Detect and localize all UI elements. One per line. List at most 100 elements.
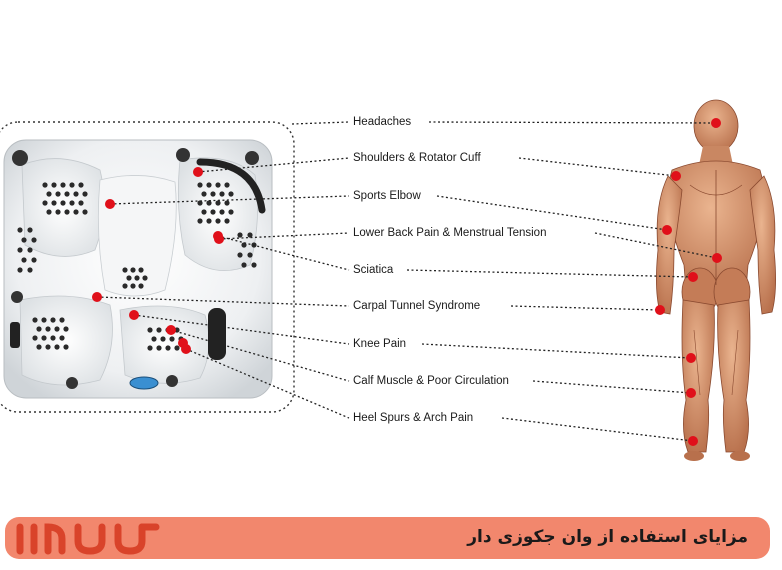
body-point-2 — [662, 225, 672, 235]
tub-point-2 — [105, 199, 115, 209]
jet-6 — [237, 232, 242, 237]
jet-6 — [247, 232, 252, 237]
jet-1 — [206, 182, 211, 187]
jet-5 — [21, 257, 26, 262]
jet-2 — [41, 335, 46, 340]
right-leader-6 — [422, 344, 691, 358]
jet-3 — [147, 345, 152, 350]
tub-point-4 — [213, 231, 223, 241]
tub-point-7 — [166, 325, 176, 335]
jet-3 — [156, 327, 161, 332]
jet-3 — [174, 345, 179, 350]
jet-2 — [32, 335, 37, 340]
jet-4 — [134, 275, 139, 280]
jet-0 — [82, 209, 87, 214]
jet-3 — [147, 327, 152, 332]
jet-2 — [54, 344, 59, 349]
tub-point-8 — [181, 344, 191, 354]
body-point-6 — [686, 353, 696, 363]
jet-0 — [69, 182, 74, 187]
body-point-3 — [712, 253, 722, 263]
jet-0 — [78, 200, 83, 205]
jet-3 — [165, 345, 170, 350]
human-muscle-figure — [656, 100, 775, 461]
jet-5 — [17, 227, 22, 232]
jet-3 — [151, 336, 156, 341]
jet-0 — [60, 182, 65, 187]
jet-0 — [42, 182, 47, 187]
jet-5 — [31, 257, 36, 262]
jet-4 — [138, 283, 143, 288]
jet-0 — [55, 209, 60, 214]
jet-2 — [63, 344, 68, 349]
jet-2 — [59, 317, 64, 322]
jet-0 — [64, 191, 69, 196]
brand-logo — [14, 519, 164, 557]
label-5: Carpal Tunnel Syndrome — [353, 299, 480, 313]
jet-2 — [36, 344, 41, 349]
jet-4 — [130, 267, 135, 272]
jet-0 — [82, 191, 87, 196]
body-point-5 — [655, 305, 665, 315]
jet-6 — [237, 252, 242, 257]
jet-4 — [138, 267, 143, 272]
left-leader-0 — [292, 122, 349, 124]
jet-1 — [228, 209, 233, 214]
right-leader-4 — [407, 270, 693, 277]
jet-5 — [27, 267, 32, 272]
banner-title: مزایای استفاده از وان جکوزی دار — [467, 527, 748, 547]
jet-1 — [224, 200, 229, 205]
jet-1 — [201, 209, 206, 214]
tub-point-6 — [129, 310, 139, 320]
jet-1 — [197, 218, 202, 223]
right-leader-1 — [519, 158, 676, 176]
jet-3 — [169, 336, 174, 341]
jet-1 — [219, 209, 224, 214]
jet-1 — [224, 218, 229, 223]
right-leader-5 — [511, 306, 660, 310]
jet-4 — [142, 275, 147, 280]
jet-5 — [27, 247, 32, 252]
label-8: Heel Spurs & Arch Pain — [353, 411, 473, 425]
jet-3 — [160, 336, 165, 341]
jet-1 — [228, 191, 233, 196]
right-leader-2 — [437, 196, 667, 230]
jet-0 — [55, 191, 60, 196]
jet-0 — [73, 209, 78, 214]
jet-1 — [219, 191, 224, 196]
jet-5 — [27, 227, 32, 232]
jet-2 — [54, 326, 59, 331]
jet-2 — [32, 317, 37, 322]
jet-4 — [130, 283, 135, 288]
jet-0 — [78, 182, 83, 187]
jet-2 — [63, 326, 68, 331]
hot-tub-illustration — [0, 122, 294, 412]
jet-2 — [36, 326, 41, 331]
jet-4 — [122, 283, 127, 288]
jet-4 — [126, 275, 131, 280]
label-1: Shoulders & Rotator Cuff — [353, 151, 481, 165]
body-point-4 — [688, 272, 698, 282]
jet-2 — [59, 335, 64, 340]
jet-5 — [21, 237, 26, 242]
jet-6 — [251, 262, 256, 267]
jet-2 — [41, 317, 46, 322]
jet-0 — [46, 209, 51, 214]
jet-0 — [64, 209, 69, 214]
jet-1 — [210, 191, 215, 196]
jet-1 — [224, 182, 229, 187]
body-point-8 — [688, 436, 698, 446]
label-6: Knee Pain — [353, 337, 406, 351]
jet-6 — [241, 262, 246, 267]
jet-2 — [45, 344, 50, 349]
jet-1 — [206, 218, 211, 223]
jet-0 — [60, 200, 65, 205]
body-point-7 — [686, 388, 696, 398]
label-7: Calf Muscle & Poor Circulation — [353, 374, 509, 388]
jet-5 — [17, 247, 22, 252]
jet-1 — [197, 182, 202, 187]
body-point-0 — [711, 118, 721, 128]
label-2: Sports Elbow — [353, 189, 421, 203]
